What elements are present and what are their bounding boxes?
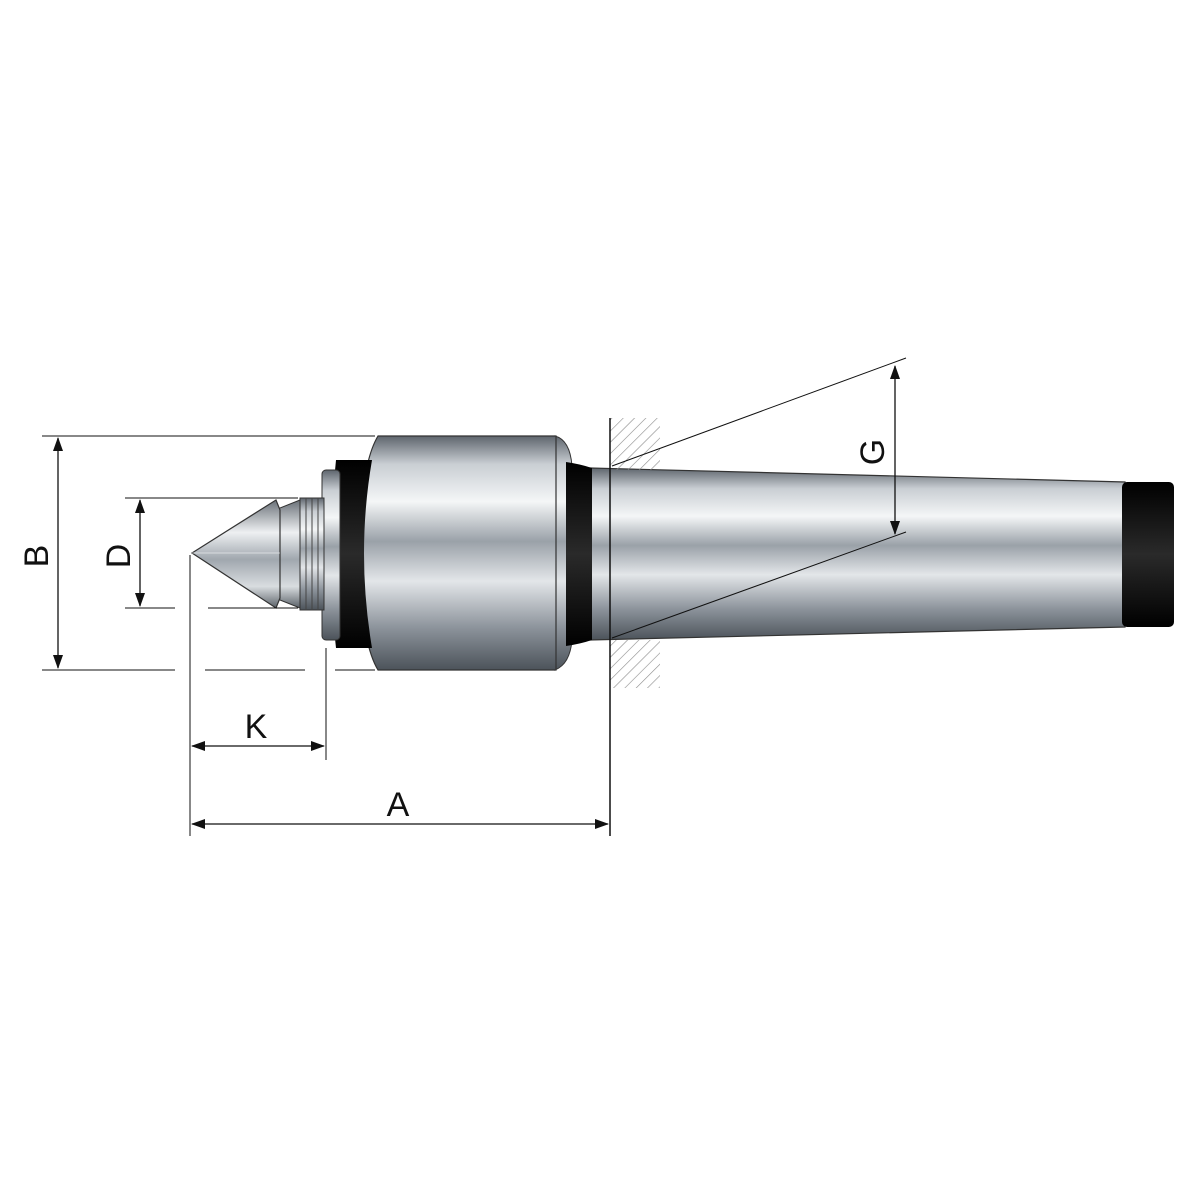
- neck: [554, 435, 592, 671]
- extension-lines: [42, 357, 907, 836]
- label-K: K: [245, 708, 268, 746]
- bearing-housing: [359, 435, 557, 671]
- label-D: D: [100, 544, 138, 569]
- label-B: B: [18, 545, 56, 568]
- dimension-arrows: [53, 365, 900, 829]
- point-collar: [274, 497, 325, 611]
- tang-end: [1122, 482, 1174, 627]
- morse-taper-shank: [589, 467, 1174, 641]
- seal-ring: [321, 460, 372, 648]
- center-point-cone: [190, 499, 281, 609]
- label-G: G: [854, 439, 892, 465]
- label-A: A: [387, 786, 410, 824]
- spindle-wall: [609, 418, 660, 836]
